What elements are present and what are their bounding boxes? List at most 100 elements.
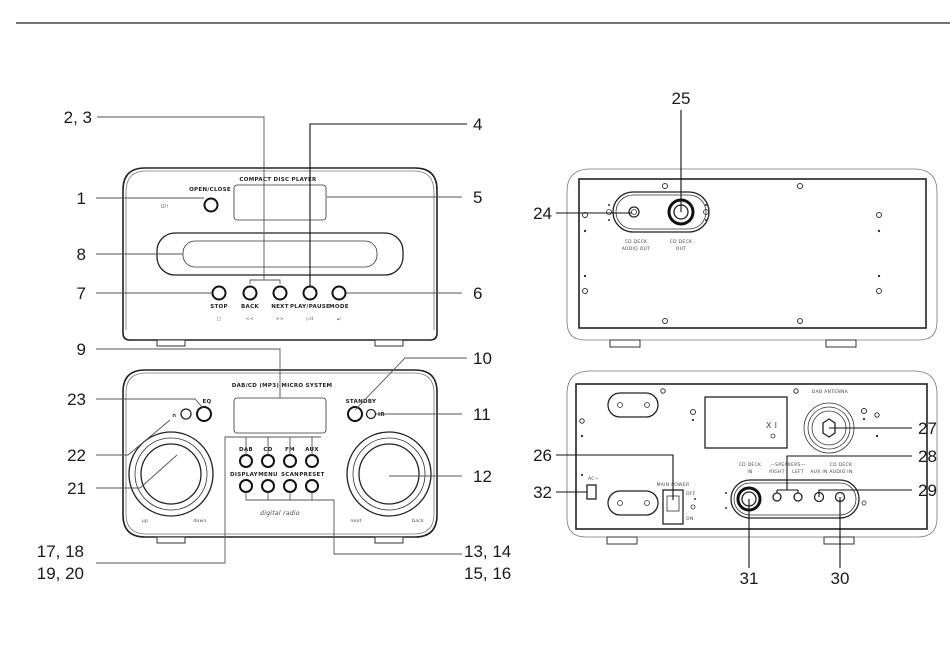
callout-15-16: 15, 16 bbox=[464, 564, 511, 583]
screw-hole bbox=[583, 229, 587, 233]
cd-player-front: COMPACT DISC PLAYER OPEN/CLOSE Ɠ!! STOP … bbox=[96, 116, 467, 347]
menu-button[interactable] bbox=[261, 479, 275, 493]
rear-body-outer bbox=[566, 370, 938, 538]
cd-deck-in-label-1: CD DECK bbox=[739, 462, 762, 468]
transport-button-play-pause[interactable]: PLAY/PAUSE ▷II bbox=[290, 285, 330, 323]
speaker-right-jack[interactable] bbox=[772, 492, 782, 502]
foot bbox=[825, 339, 857, 348]
leader-4 bbox=[309, 123, 467, 287]
jack-recess bbox=[612, 191, 710, 233]
cd-deck-out-label-1: CD DECK bbox=[670, 239, 693, 245]
leader-17-20 bbox=[96, 436, 321, 564]
screw-hole bbox=[862, 417, 866, 421]
fm-button[interactable] bbox=[283, 454, 297, 468]
transport-button-stop[interactable]: STOP □ bbox=[210, 285, 228, 323]
callout-31: 31 bbox=[740, 569, 759, 588]
function-buttons: DISPLAY MENU SCAN PRESET bbox=[230, 472, 324, 493]
back-knob-label: back bbox=[412, 518, 424, 524]
aux-button[interactable] bbox=[305, 454, 319, 468]
cd-deck-audio-out-jack[interactable] bbox=[628, 206, 640, 218]
cd-player-body bbox=[122, 167, 438, 341]
screw-hole bbox=[705, 204, 707, 206]
disc-tray-bezel bbox=[156, 232, 404, 276]
rear-panel bbox=[578, 178, 927, 329]
cd-deck-audio-out-label-1: CD DECK bbox=[625, 239, 648, 245]
preset-button[interactable] bbox=[305, 479, 319, 493]
next-label: NEXT bbox=[271, 304, 289, 310]
screw-hole bbox=[877, 229, 881, 233]
tuning-knob[interactable] bbox=[358, 443, 420, 505]
mode-button[interactable] bbox=[331, 285, 347, 301]
back-button[interactable] bbox=[242, 285, 258, 301]
preset-label: PRESET bbox=[299, 472, 324, 478]
foot bbox=[374, 536, 404, 544]
leader-9 bbox=[96, 348, 281, 398]
cd-player-body-inner bbox=[125, 170, 435, 330]
leader-28 bbox=[776, 455, 912, 493]
micro-system-header-label: DAB/CD (MP3) MICRO SYSTEM bbox=[232, 383, 333, 389]
screw bbox=[861, 408, 867, 414]
volume-knob-ring bbox=[134, 437, 208, 511]
screw-hole bbox=[875, 434, 879, 438]
transport-button-next[interactable]: NEXT >> bbox=[271, 285, 289, 323]
speaker-left-jack[interactable] bbox=[793, 492, 803, 502]
scan-button[interactable] bbox=[283, 479, 297, 493]
open-close-button[interactable] bbox=[203, 197, 219, 213]
callout-30: 30 bbox=[831, 569, 850, 588]
eq-button[interactable] bbox=[196, 406, 212, 422]
open-close-label: OPEN/CLOSE bbox=[189, 187, 231, 193]
screw bbox=[660, 388, 666, 394]
screw-hole bbox=[877, 274, 881, 278]
callout-26: 26 bbox=[533, 446, 552, 465]
cd-deck-in-label-2: IN bbox=[747, 469, 752, 475]
screw bbox=[617, 500, 623, 506]
cd-deck-audio-out-label-2: AUDIO OUT bbox=[622, 246, 650, 252]
off-label: OFF bbox=[686, 491, 696, 497]
screw-hole bbox=[583, 274, 587, 278]
stop-button[interactable] bbox=[211, 285, 227, 301]
tuning-knob-ring bbox=[352, 437, 426, 511]
screw-hole bbox=[580, 434, 584, 438]
dab-button[interactable] bbox=[239, 454, 253, 468]
menu-label: MENU bbox=[258, 472, 278, 478]
leader-21 bbox=[96, 454, 178, 489]
leader-26 bbox=[556, 454, 674, 500]
play-pause-label: PLAY/PAUSE bbox=[290, 304, 330, 310]
rewind-icon: << bbox=[246, 316, 254, 322]
up-label: up bbox=[142, 519, 148, 524]
play-pause-button[interactable] bbox=[302, 285, 318, 301]
disc-slot bbox=[182, 240, 378, 268]
micro-system-rear: X I DAB ANTENNA MAIN POWER OFF ON AC~ CD bbox=[556, 370, 938, 568]
screw-hole bbox=[725, 492, 727, 494]
cd-button[interactable] bbox=[261, 454, 275, 468]
callout-10: 10 bbox=[473, 349, 492, 368]
foot bbox=[606, 536, 638, 545]
headphone-jack[interactable] bbox=[180, 408, 192, 420]
callout-32: 32 bbox=[533, 483, 552, 502]
display-label: DISPLAY bbox=[230, 472, 259, 478]
play-pause-icon: ▷II bbox=[306, 316, 313, 322]
screw bbox=[797, 318, 803, 324]
volume-knob[interactable] bbox=[140, 443, 202, 505]
cd-deck-out-label-2: OUT bbox=[676, 246, 687, 252]
digital-radio-logo: digital radio bbox=[260, 510, 300, 517]
next-button[interactable] bbox=[272, 285, 288, 301]
rear-body-outer bbox=[566, 168, 938, 341]
transport-button-mode[interactable]: MODE ⤾ bbox=[329, 285, 349, 323]
screw bbox=[579, 418, 585, 424]
callout-8: 8 bbox=[77, 245, 86, 264]
transport-button-back[interactable]: BACK << bbox=[241, 285, 259, 323]
callout-27: 27 bbox=[918, 419, 937, 438]
callout-9: 9 bbox=[77, 340, 86, 359]
screw-hole bbox=[608, 219, 610, 221]
speakers-label: —SPEAKERS— bbox=[770, 462, 805, 468]
tuning-knob-ring-outer bbox=[346, 431, 432, 517]
screw bbox=[662, 318, 668, 324]
source-buttons: DAB CD FM AUX bbox=[239, 447, 319, 468]
standby-button[interactable] bbox=[347, 406, 363, 422]
display-button[interactable] bbox=[239, 479, 253, 493]
ac-power-inlet[interactable] bbox=[586, 484, 597, 500]
foot bbox=[823, 536, 855, 545]
screw bbox=[793, 388, 799, 394]
dab-antenna-connector[interactable] bbox=[822, 418, 836, 438]
